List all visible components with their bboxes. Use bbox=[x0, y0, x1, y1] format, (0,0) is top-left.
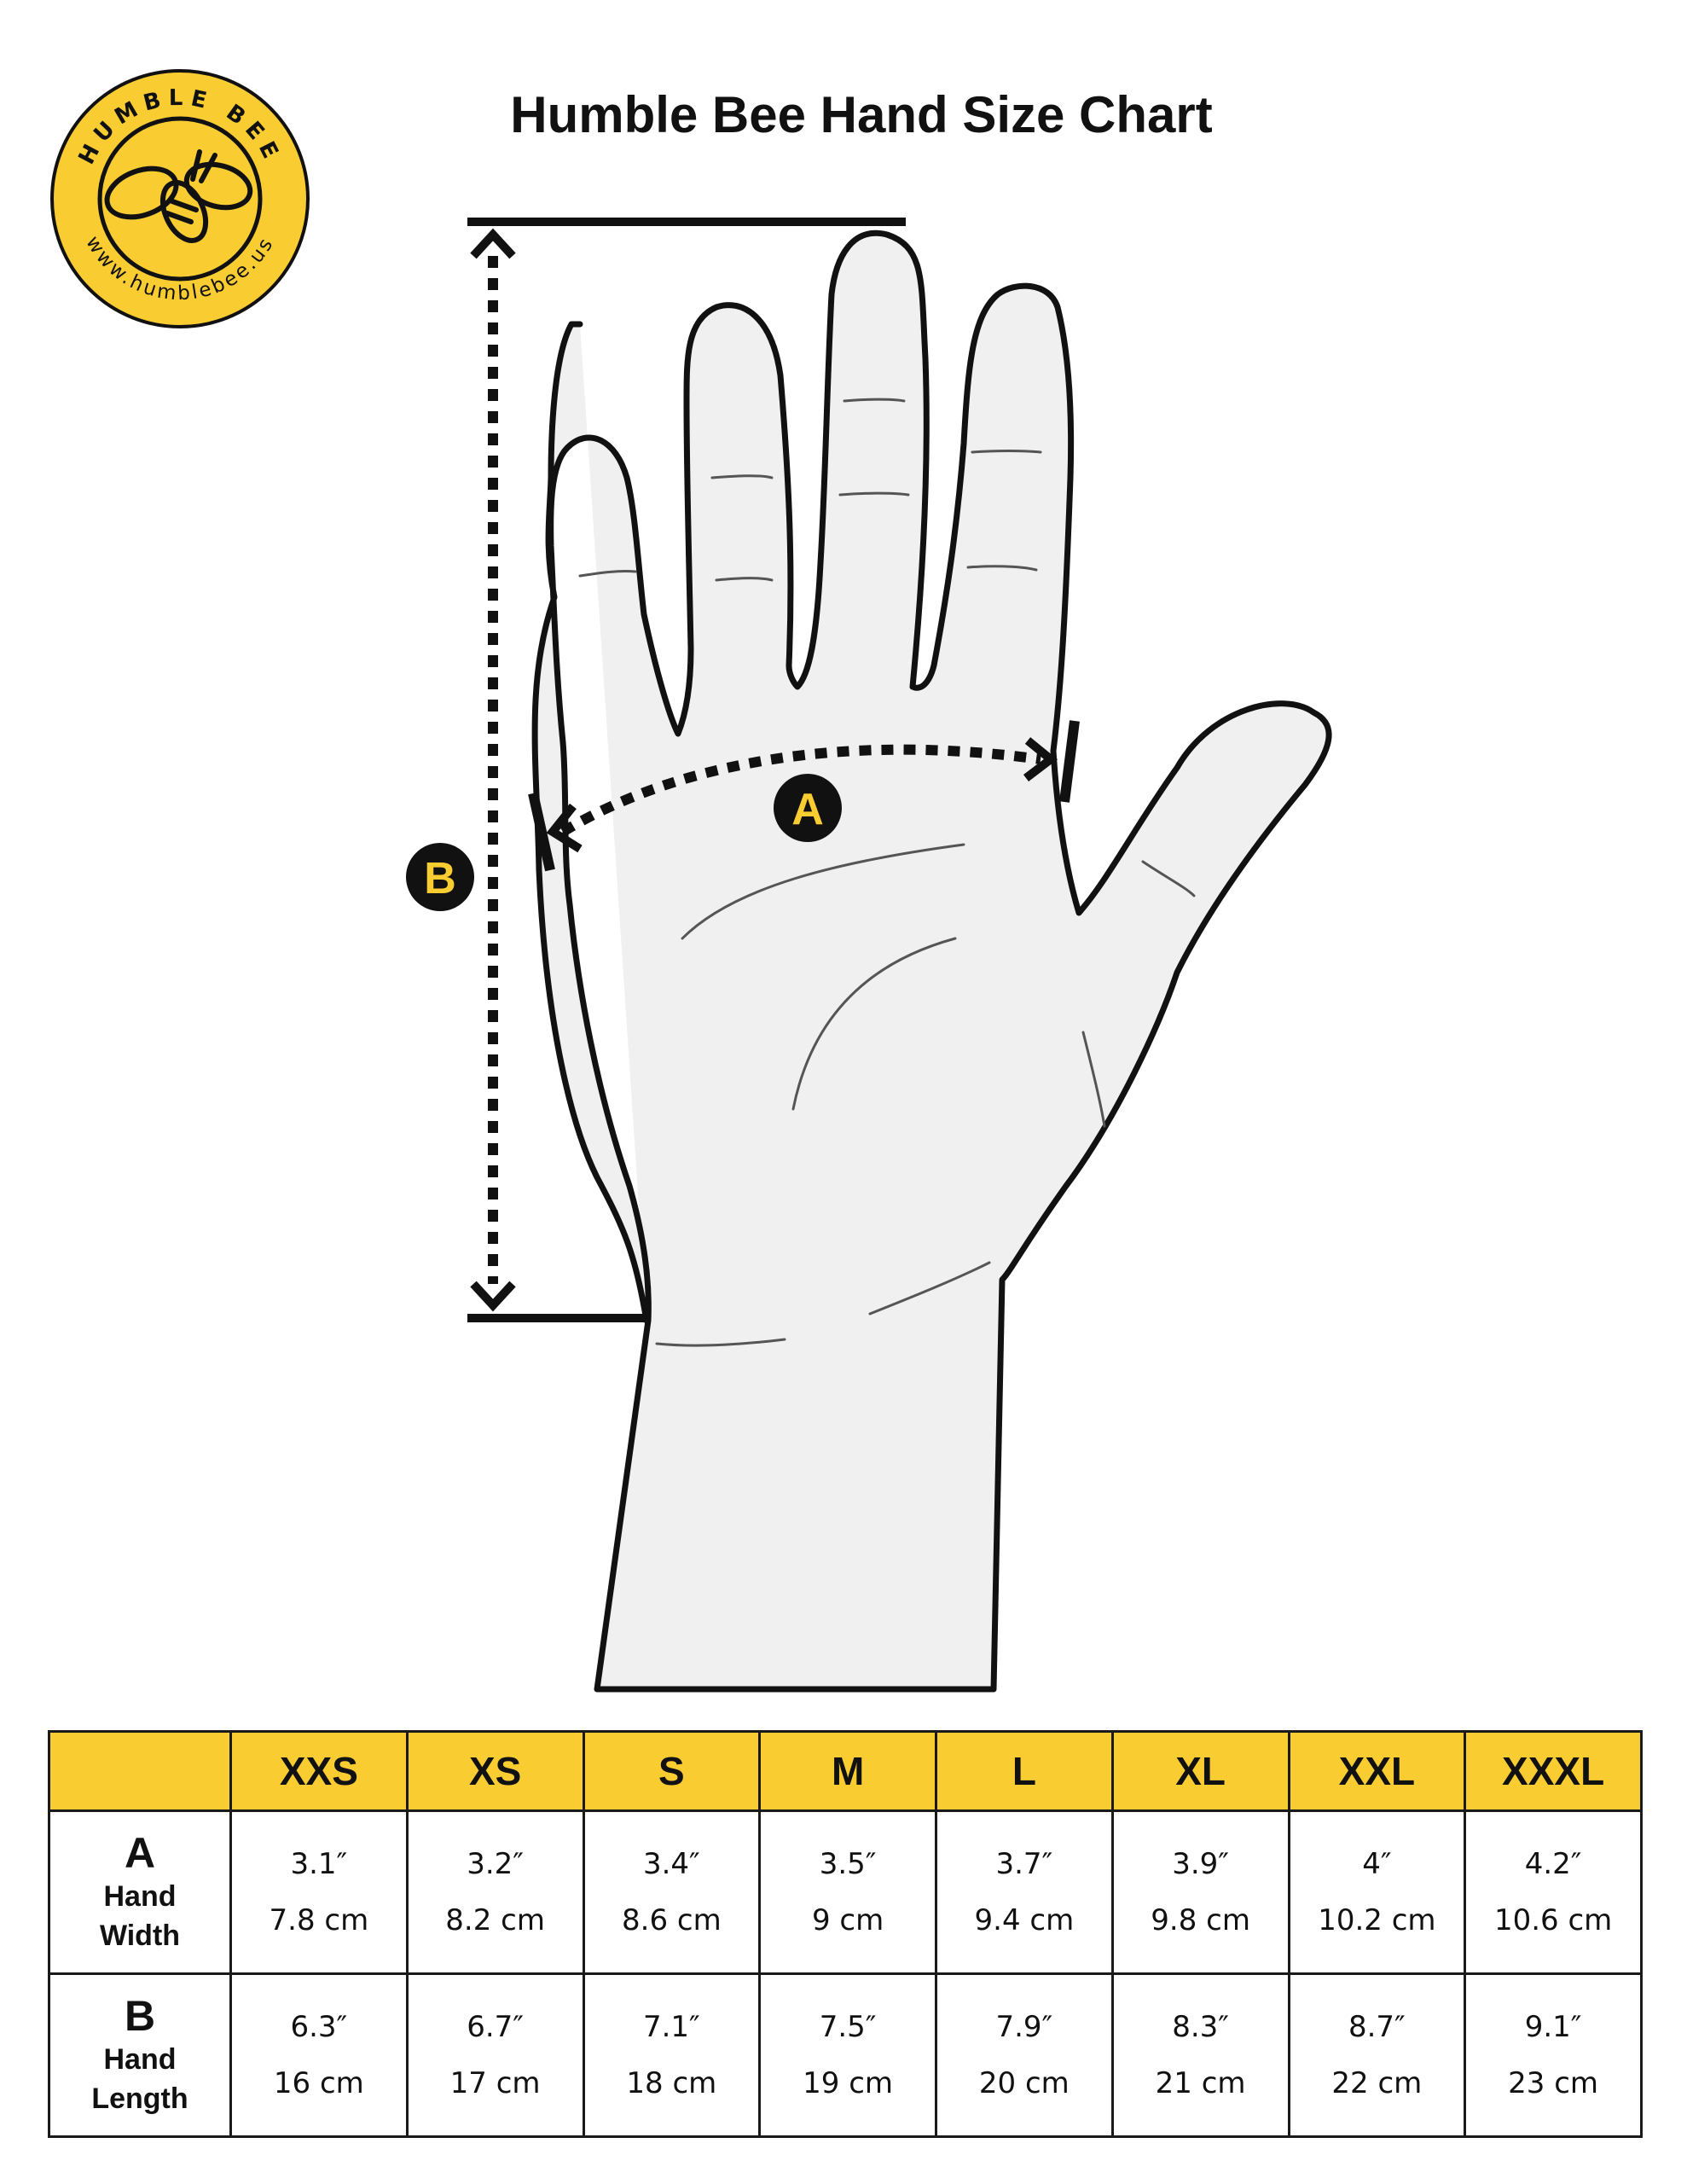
table-cell: 8.7″ 22 cm bbox=[1287, 1972, 1467, 2138]
value-cm: 8.2 cm bbox=[445, 1903, 545, 1937]
table-cell: 4.2″ 10.6 cm bbox=[1464, 1809, 1643, 1975]
value-inches: 3.7″ bbox=[995, 1847, 1053, 1881]
row-letter: B bbox=[124, 1992, 156, 2040]
size-header-cell: L bbox=[935, 1730, 1114, 1812]
value-cm: 10.6 cm bbox=[1493, 1903, 1613, 1937]
value-cm: 9.4 cm bbox=[974, 1903, 1075, 1937]
header-corner-cell bbox=[48, 1730, 232, 1812]
value-cm: 7.8 cm bbox=[269, 1903, 369, 1937]
value-inches: 9.1″ bbox=[1524, 2010, 1582, 2044]
table-cell: 3.5″ 9 cm bbox=[758, 1809, 937, 1975]
bee-icon bbox=[104, 149, 253, 243]
table-cell: 3.1″ 7.8 cm bbox=[229, 1809, 409, 1975]
row-label-line1: Hand bbox=[103, 2043, 177, 2076]
value-inches: 8.7″ bbox=[1348, 2010, 1406, 2044]
width-arrow-right bbox=[1023, 737, 1058, 781]
value-inches: 4″ bbox=[1362, 1847, 1392, 1881]
row-header-hand-width: A Hand Width bbox=[48, 1809, 232, 1975]
size-header-cell: XXS bbox=[229, 1730, 409, 1812]
marker-a-circle bbox=[774, 774, 842, 842]
row-letter: A bbox=[124, 1829, 156, 1877]
table-cell: 3.7″ 9.4 cm bbox=[935, 1809, 1114, 1975]
value-cm: 16 cm bbox=[273, 2066, 364, 2100]
table-cell: 7.9″ 20 cm bbox=[935, 1972, 1114, 2138]
value-inches: 8.3″ bbox=[1172, 2010, 1230, 2044]
value-inches: 3.9″ bbox=[1172, 1847, 1230, 1881]
row-header-hand-length: B Hand Length bbox=[48, 1972, 232, 2138]
table-cell: 6.3″ 16 cm bbox=[229, 1972, 409, 2138]
value-cm: 17 cm bbox=[449, 2066, 541, 2100]
value-cm: 10.2 cm bbox=[1318, 1903, 1436, 1937]
marker-b-circle bbox=[406, 843, 474, 911]
size-header-cell: XS bbox=[405, 1730, 585, 1812]
value-inches: 3.2″ bbox=[467, 1847, 525, 1881]
row-label-line2: Width bbox=[99, 1920, 181, 1952]
value-inches: 3.4″ bbox=[642, 1847, 700, 1881]
size-header-cell: XXXL bbox=[1464, 1730, 1643, 1812]
width-arrow-left bbox=[546, 803, 583, 853]
humble-bee-logo: HUMBLE BEE www.humblebee.us bbox=[50, 69, 310, 328]
value-inches: 7.5″ bbox=[819, 2010, 877, 2044]
value-cm: 8.6 cm bbox=[622, 1903, 722, 1937]
table-cell: 9.1″ 23 cm bbox=[1464, 1972, 1643, 2138]
value-inches: 6.3″ bbox=[290, 2010, 348, 2044]
table-row-hand-length: B Hand Length 6.3″ 16 cm 6.7″ 17 cm 7.1″ 18… bbox=[48, 1972, 1643, 2138]
width-right-tick bbox=[1059, 720, 1080, 803]
marker-a-label: A bbox=[791, 785, 824, 834]
table-cell: 3.4″ 8.6 cm bbox=[582, 1809, 762, 1975]
value-inches: 6.7″ bbox=[467, 2010, 525, 2044]
table-cell: 8.3″ 21 cm bbox=[1110, 1972, 1290, 2138]
value-inches: 3.5″ bbox=[819, 1847, 877, 1881]
size-header-cell: M bbox=[758, 1730, 937, 1812]
size-header-cell: S bbox=[582, 1730, 762, 1812]
value-cm: 22 cm bbox=[1331, 2066, 1423, 2100]
row-label-line1: Hand bbox=[103, 1880, 177, 1913]
hand-outline-icon: A B bbox=[406, 218, 1332, 1693]
table-cell: 6.7″ 17 cm bbox=[405, 1972, 585, 2138]
value-inches: 7.9″ bbox=[995, 2010, 1053, 2044]
value-cm: 9.8 cm bbox=[1151, 1903, 1250, 1937]
size-table: XXS XS S M L XL XXL XXXL A Hand Width 3.… bbox=[48, 1730, 1643, 2138]
value-cm: 20 cm bbox=[978, 2066, 1070, 2100]
value-inches: 3.1″ bbox=[290, 1847, 348, 1881]
table-cell: 4″ 10.2 cm bbox=[1287, 1809, 1467, 1975]
table-row-hand-width: A Hand Width 3.1″ 7.8 cm 3.2″ 8.2 cm 3.4″ 8… bbox=[48, 1809, 1643, 1975]
value-inches: 7.1″ bbox=[642, 2010, 700, 2044]
size-header-cell: XL bbox=[1110, 1730, 1290, 1812]
value-cm: 23 cm bbox=[1508, 2066, 1599, 2100]
value-cm: 9 cm bbox=[811, 1903, 884, 1937]
marker-b-label: B bbox=[424, 854, 456, 903]
value-cm: 19 cm bbox=[803, 2066, 894, 2100]
page-title: Humble Bee Hand Size Chart bbox=[510, 86, 1213, 143]
table-cell: 7.5″ 19 cm bbox=[758, 1972, 937, 2138]
length-arrow-top bbox=[470, 228, 516, 259]
size-header-row: XXS XS S M L XL XXL XXXL bbox=[48, 1730, 1643, 1812]
row-label-line2: Length bbox=[91, 2082, 188, 2115]
table-cell: 3.2″ 8.2 cm bbox=[405, 1809, 585, 1975]
length-arrow-bottom bbox=[470, 1281, 516, 1312]
value-inches: 4.2″ bbox=[1524, 1847, 1582, 1881]
table-cell: 3.9″ 9.8 cm bbox=[1110, 1809, 1290, 1975]
value-cm: 21 cm bbox=[1155, 2066, 1246, 2100]
width-left-tick bbox=[528, 792, 555, 872]
size-header-cell: XXL bbox=[1287, 1730, 1467, 1812]
width-dotted-line bbox=[559, 744, 1041, 837]
table-cell: 7.1″ 18 cm bbox=[582, 1972, 762, 2138]
value-cm: 18 cm bbox=[626, 2066, 717, 2100]
